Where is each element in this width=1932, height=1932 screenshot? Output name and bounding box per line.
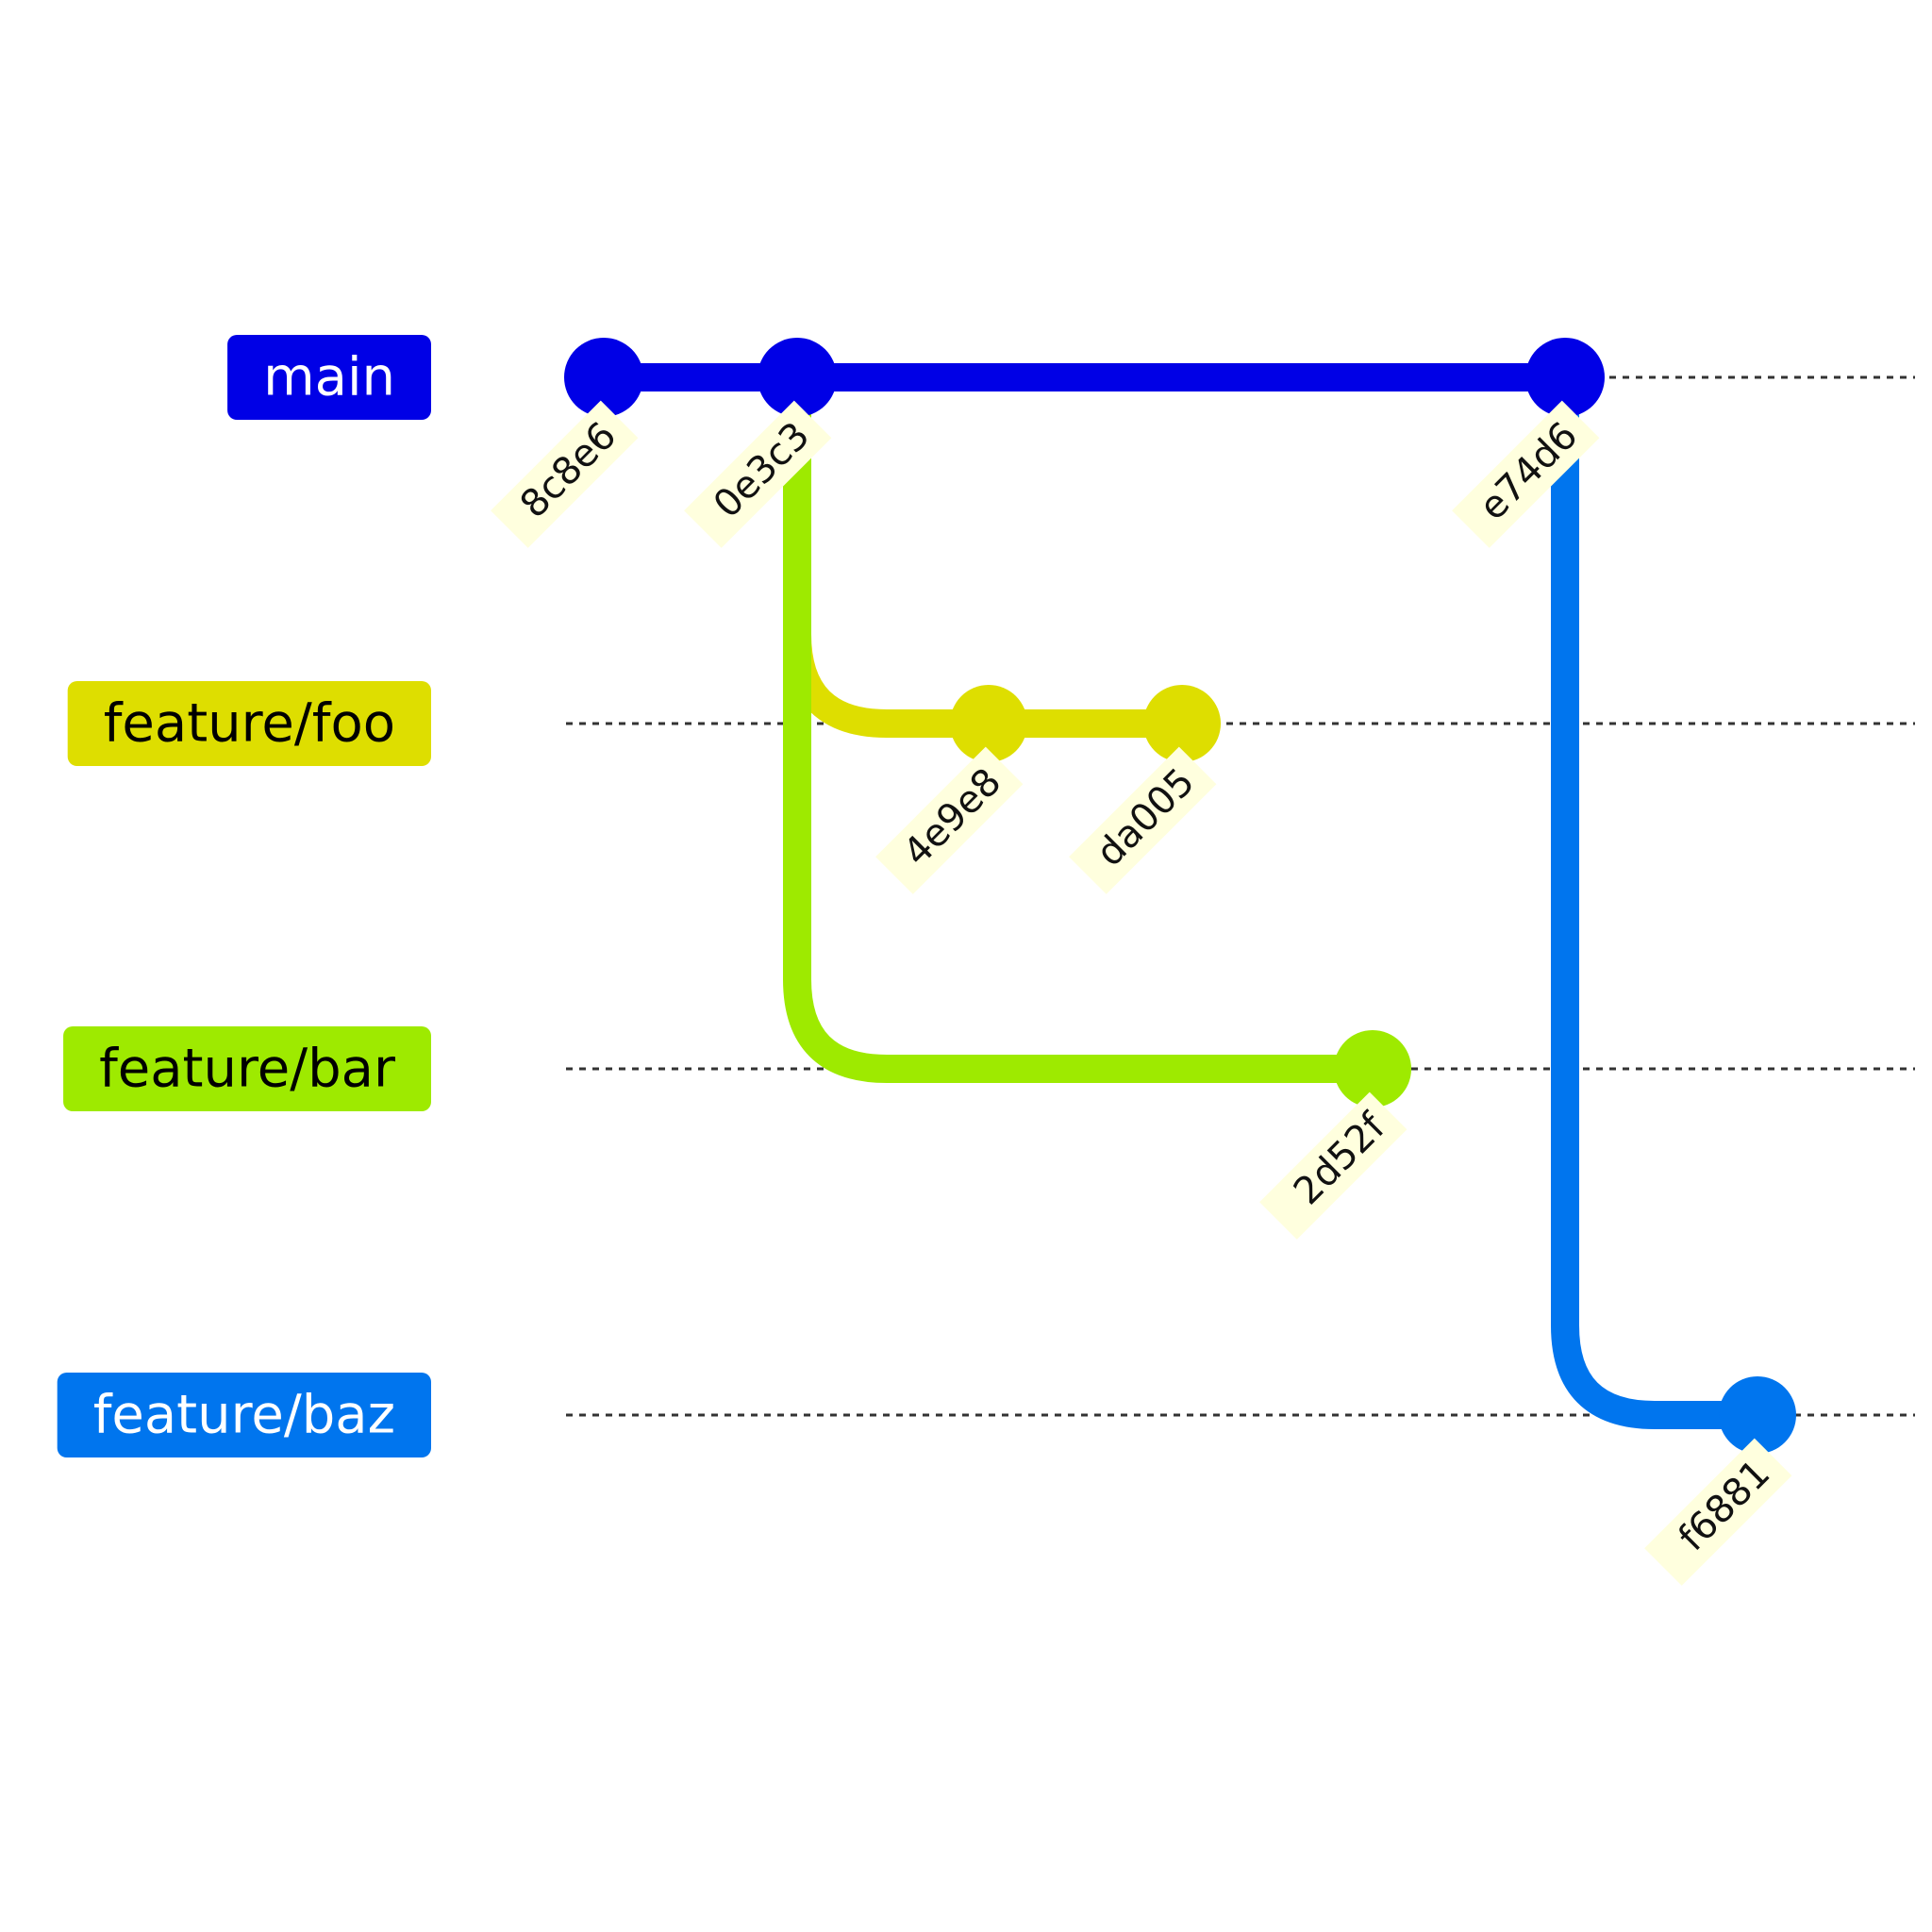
commit-label-2d52f: 2d52f <box>1259 1091 1407 1240</box>
branch-label-feature-baz: feature/baz <box>57 1373 431 1457</box>
commit-label-bg <box>1069 746 1217 894</box>
commit-label-8c8e6: 8c8e6 <box>491 400 639 548</box>
commit-node-f6881 <box>1719 1376 1796 1454</box>
commit-id: 8c8e6 <box>512 414 625 526</box>
branch-label-bg <box>63 1026 431 1111</box>
commit-label-da005: da005 <box>1069 746 1217 894</box>
commit-label-bg <box>1259 1091 1407 1240</box>
branch-label-bg <box>67 681 431 766</box>
commit-node-0e3c3 <box>758 338 837 417</box>
edge-0e3c3-4e9e8 <box>783 377 989 738</box>
branch-label-main: main <box>227 335 431 420</box>
edge-0e3c3-2d52f <box>783 377 1373 1083</box>
commit-id: da005 <box>1088 760 1203 875</box>
commit-id: 2d52f <box>1286 1105 1394 1213</box>
branch-name: main <box>263 347 395 408</box>
commit-label-bg <box>684 400 832 548</box>
commit-node-da005 <box>1143 685 1221 762</box>
branch-name: feature/foo <box>104 693 395 755</box>
branch-label-bg <box>57 1373 431 1457</box>
commit-id: 4e9e8 <box>895 760 1009 874</box>
commit-label-bg <box>1644 1438 1792 1586</box>
commit-label-bg <box>1452 400 1600 548</box>
edge-e74d6-f6881 <box>1551 377 1757 1429</box>
branch-name: feature/bar <box>99 1039 396 1100</box>
commit-label-4e9e8: 4e9e8 <box>875 746 1024 894</box>
branch-edges <box>604 363 1757 1429</box>
commit-nodes <box>564 338 1796 1454</box>
commit-node-4e9e8 <box>950 685 1027 762</box>
branch-name: feature/baz <box>93 1385 395 1446</box>
branch-label-bg <box>227 335 431 420</box>
commit-node-e74d6 <box>1525 338 1605 417</box>
branch-lanes <box>566 375 1915 1417</box>
commit-node-8c8e6 <box>564 338 643 417</box>
branch-label-feature-foo: feature/foo <box>67 681 431 766</box>
commit-label-f6881: f6881 <box>1644 1438 1792 1586</box>
commit-label-bg <box>875 746 1024 894</box>
commit-id: f6881 <box>1671 1452 1778 1559</box>
branch-labels: main feature/foo feature/bar feature/baz <box>57 335 431 1457</box>
commit-label-bg <box>491 400 639 548</box>
commit-node-2d52f <box>1334 1030 1411 1108</box>
branch-label-feature-bar: feature/bar <box>63 1026 431 1111</box>
